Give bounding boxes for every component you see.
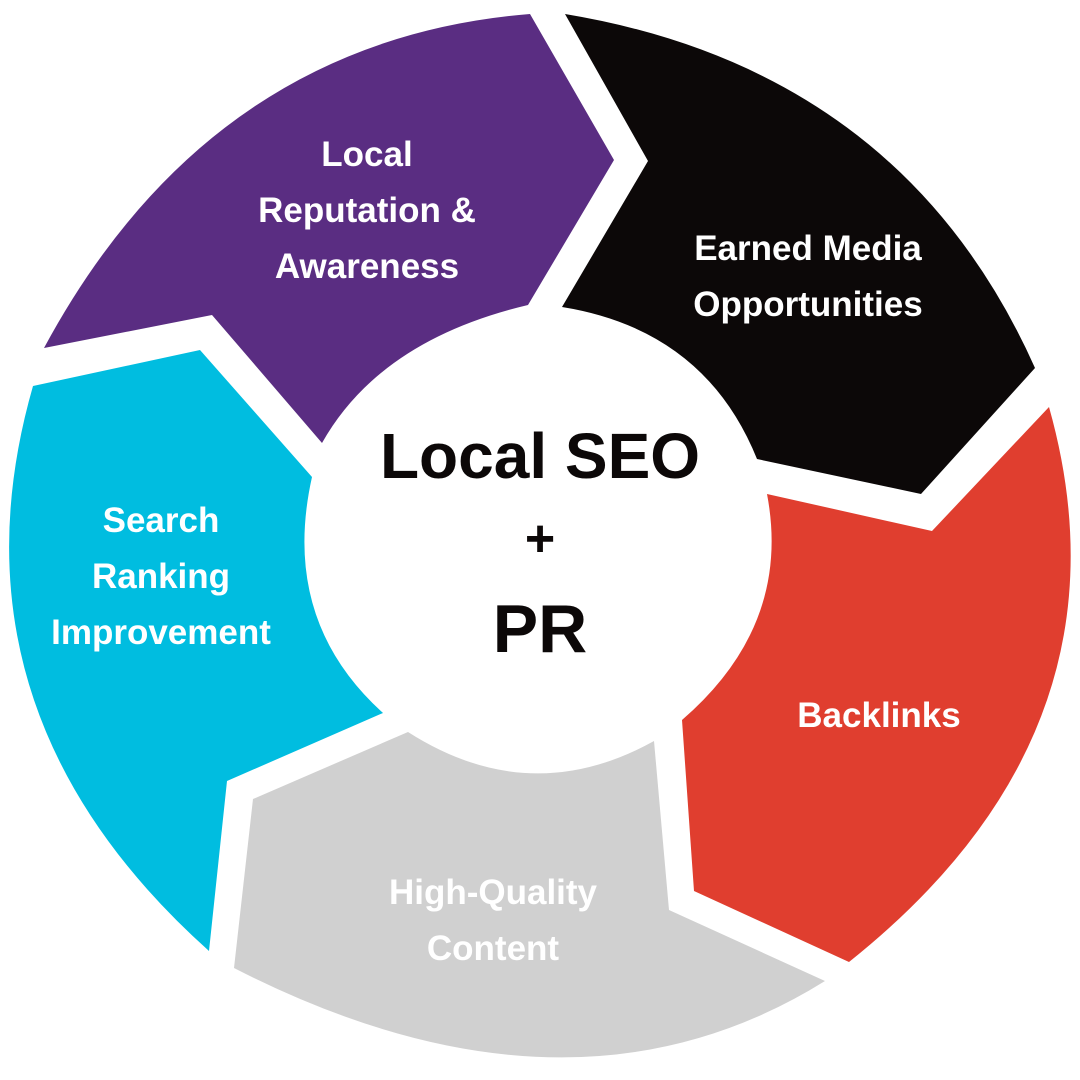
center-title-line1: Local SEO [380, 420, 700, 492]
svg-text:Opportunities: Opportunities [693, 285, 922, 324]
svg-text:Improvement: Improvement [51, 613, 271, 652]
svg-text:Search: Search [103, 501, 220, 540]
segment-earned-media [562, 14, 1035, 494]
center-title-line3: PR [493, 591, 587, 667]
segment-content [234, 732, 825, 1058]
segment-ranking [9, 350, 384, 951]
center-title-plus: + [525, 510, 555, 568]
segment-backlinks [682, 407, 1071, 962]
svg-text:Content: Content [427, 929, 560, 968]
svg-text:Local: Local [321, 135, 412, 174]
svg-text:Reputation &: Reputation & [258, 191, 476, 230]
label-ranking: Search Ranking Improvement [51, 501, 271, 652]
svg-text:Earned Media: Earned Media [694, 229, 922, 268]
label-backlinks: Backlinks [797, 696, 960, 735]
label-earned-media: Earned Media Opportunities [693, 229, 922, 324]
label-content: High-Quality Content [389, 873, 598, 968]
svg-text:Awareness: Awareness [275, 247, 459, 286]
segment-reputation [44, 14, 614, 443]
svg-text:Ranking: Ranking [92, 557, 230, 596]
svg-text:High-Quality: High-Quality [389, 873, 598, 912]
label-reputation: Local Reputation & Awareness [258, 135, 476, 286]
svg-text:Backlinks: Backlinks [797, 696, 960, 735]
